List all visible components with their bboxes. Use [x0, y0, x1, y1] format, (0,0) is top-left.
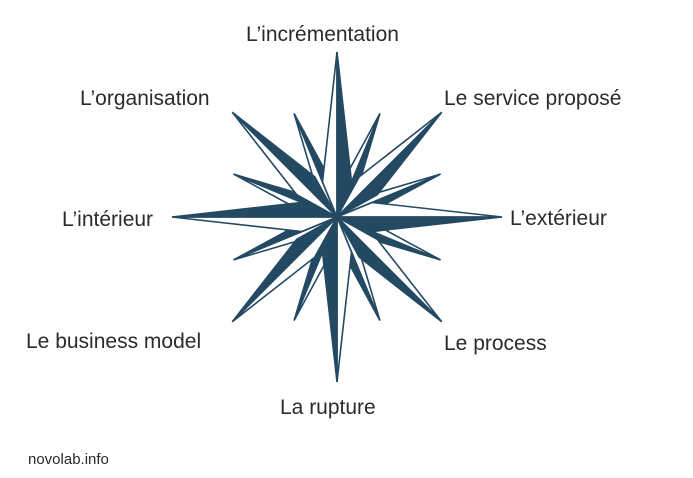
label-south: La rupture [280, 396, 376, 419]
label-west: L’intérieur [62, 208, 154, 231]
compass-rose-cardinal-points [171, 51, 503, 383]
rose-diagonal-point-3-dark-half [231, 111, 338, 218]
rose-cardinal-point-0-dark-half [336, 51, 353, 218]
label-southeast: Le process [444, 332, 547, 355]
rose-cardinal-point-2-dark-half [321, 216, 338, 383]
rose-diagonal-point-2-dark-half [231, 216, 338, 323]
label-north: L’incrémentation [246, 23, 399, 46]
source-footer: novolab.info [28, 451, 109, 468]
rose-diagonal-point-0-dark-half [336, 111, 443, 218]
compass-rose-diagonal-points [231, 111, 443, 323]
rose-diagonal-point-1-dark-half [336, 216, 443, 323]
label-northwest: L’organisation [80, 87, 210, 110]
label-southwest: Le business model [26, 330, 202, 353]
rose-cardinal-point-1-dark-half [336, 216, 503, 233]
label-northeast: Le service proposé [444, 87, 622, 110]
label-east: L’extérieur [510, 207, 607, 230]
rose-cardinal-point-3-dark-half [171, 201, 338, 218]
